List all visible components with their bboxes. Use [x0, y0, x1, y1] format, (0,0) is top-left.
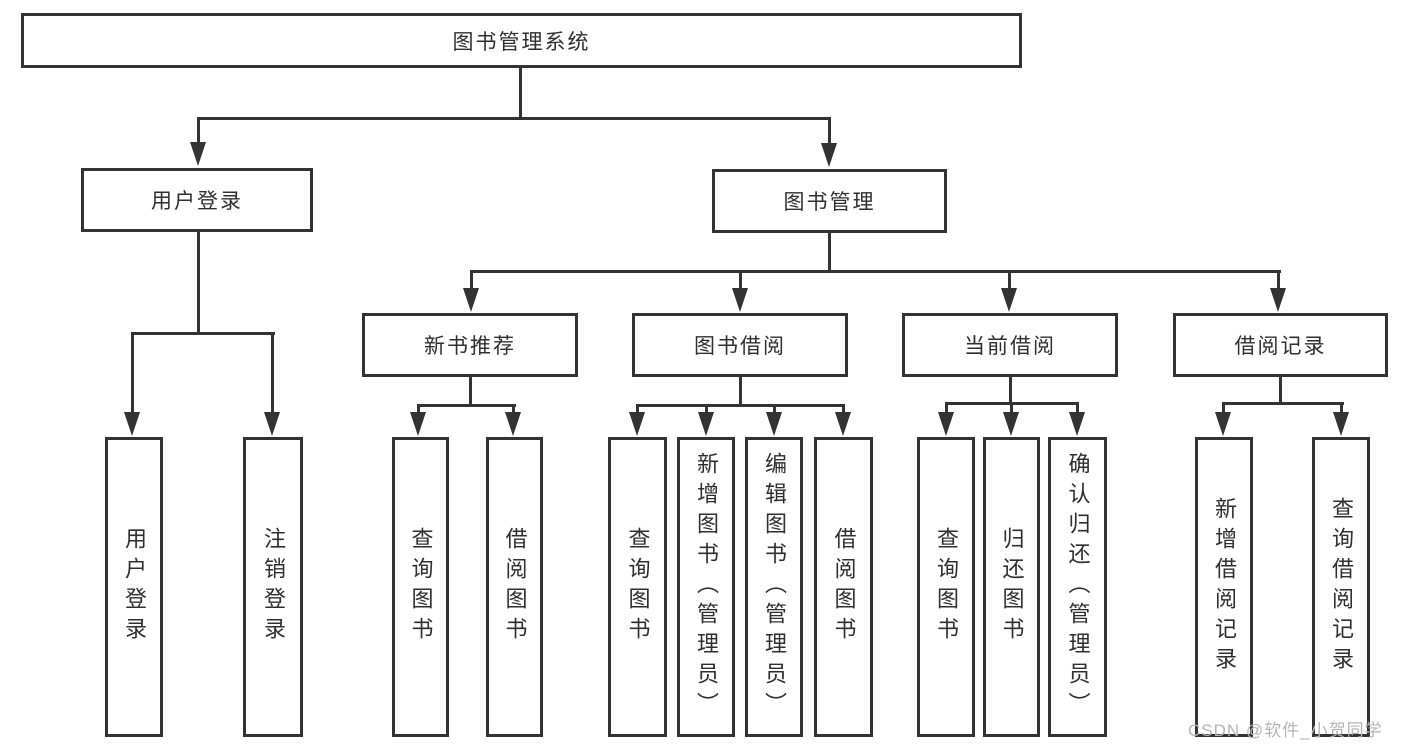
- node-current-borrowing: 当前借阅: [902, 313, 1118, 377]
- connector-line: [512, 404, 515, 415]
- arrow-down-icon: [698, 412, 714, 436]
- leaf-logout: 注销登录: [243, 437, 303, 737]
- connector-line: [131, 332, 275, 335]
- connector-line: [197, 230, 200, 335]
- connector-line: [131, 332, 134, 414]
- connector-line: [470, 270, 1281, 273]
- arrow-down-icon: [190, 142, 206, 166]
- connector-line: [519, 66, 522, 120]
- leaf-newbook-query-books: 查询图书: [392, 437, 449, 737]
- leaf-current-query-books: 查询图书: [917, 437, 975, 737]
- leaf-borrow-query-books: 查询图书: [608, 437, 667, 737]
- leaf-user-login: 用户登录: [105, 437, 163, 737]
- arrow-down-icon: [1215, 412, 1231, 436]
- arrow-down-icon: [629, 412, 645, 436]
- arrow-down-icon: [410, 412, 426, 436]
- connector-line: [1340, 402, 1343, 415]
- connector-line: [1222, 402, 1344, 405]
- connector-line: [1010, 402, 1013, 415]
- leaf-borrow-edit-books-admin: 编辑图书（管理员）: [745, 437, 803, 737]
- leaf-records-query-record: 查询借阅记录: [1312, 437, 1370, 737]
- node-borrowing-records: 借阅记录: [1173, 313, 1388, 377]
- connector-line: [1009, 375, 1012, 405]
- connector-line: [1277, 270, 1280, 290]
- connector-line: [705, 404, 708, 415]
- connector-line: [828, 117, 831, 145]
- arrow-down-icon: [835, 412, 851, 436]
- connector-line: [1076, 402, 1079, 415]
- connector-line: [1222, 402, 1225, 415]
- arrow-down-icon: [732, 288, 748, 312]
- node-new-book-recommend: 新书推荐: [362, 313, 578, 377]
- arrow-down-icon: [1270, 288, 1286, 312]
- node-root: 图书管理系统: [21, 13, 1022, 68]
- leaf-current-return-books: 归还图书: [983, 437, 1040, 737]
- connector-line: [636, 404, 639, 415]
- node-user-login: 用户登录: [81, 168, 313, 232]
- arrow-down-icon: [821, 143, 837, 167]
- arrow-down-icon: [463, 288, 479, 312]
- connector-line: [1279, 375, 1282, 405]
- node-book-borrowing: 图书借阅: [632, 313, 848, 377]
- arrow-down-icon: [1069, 412, 1085, 436]
- arrow-down-icon: [264, 412, 280, 436]
- arrow-down-icon: [938, 412, 954, 436]
- arrow-down-icon: [124, 412, 140, 436]
- leaf-records-add-record: 新增借阅记录: [1195, 437, 1253, 737]
- arrow-down-icon: [505, 412, 521, 436]
- connector-line: [271, 332, 274, 414]
- leaf-borrow-add-books-admin: 新增图书（管理员）: [677, 437, 735, 737]
- connector-line: [842, 404, 845, 415]
- leaf-borrow-borrow-books: 借阅图书: [814, 437, 873, 737]
- connector-line: [417, 404, 420, 415]
- arrow-down-icon: [1003, 412, 1019, 436]
- connector-line: [1008, 270, 1011, 290]
- leaf-current-confirm-return-admin: 确认归还（管理员）: [1048, 437, 1107, 737]
- connector-line: [739, 375, 742, 407]
- connector-line: [945, 402, 948, 415]
- connector-line: [197, 117, 200, 145]
- node-book-management: 图书管理: [712, 169, 947, 233]
- connector-line: [197, 117, 831, 120]
- connector-line: [469, 375, 472, 407]
- connector-line: [636, 404, 844, 407]
- arrow-down-icon: [766, 412, 782, 436]
- watermark: CSDN @软件_小贺同学: [1188, 721, 1383, 740]
- leaf-newbook-borrow-books: 借阅图书: [486, 437, 543, 737]
- arrow-down-icon: [1001, 288, 1017, 312]
- connector-line: [739, 270, 742, 290]
- connector-line: [470, 270, 473, 290]
- connector-line: [417, 404, 516, 407]
- connector-line: [828, 231, 831, 273]
- arrow-down-icon: [1333, 412, 1349, 436]
- connector-line: [773, 404, 776, 415]
